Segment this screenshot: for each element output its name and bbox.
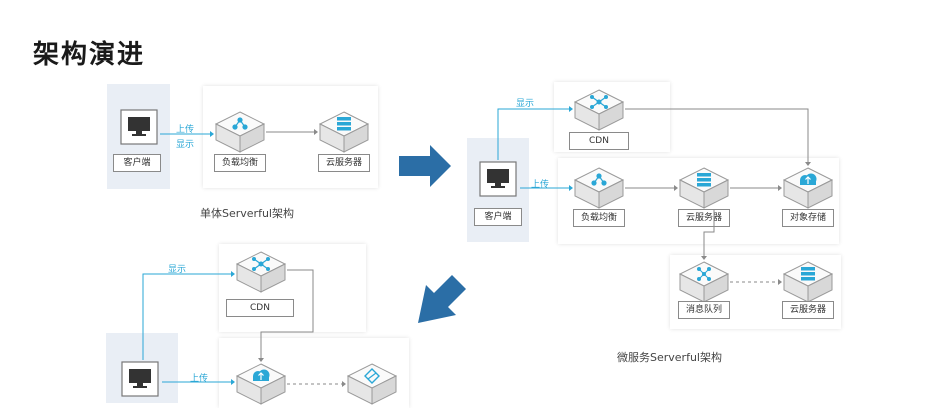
cloud-storage-icon: [235, 363, 287, 405]
micro-mq-label: 消息队列: [678, 301, 730, 319]
micro-display-label: 显示: [516, 99, 535, 109]
cloud-storage-icon: [782, 167, 834, 209]
cdn-icon: [573, 89, 625, 131]
micro-lb-label: 负载均衡: [573, 209, 625, 227]
serverless-upload-label: 上传: [190, 374, 209, 384]
micro-cdn-label: CDN: [569, 132, 629, 150]
micro-upload-label: 上传: [531, 180, 550, 190]
monitor-icon: [121, 361, 159, 397]
monitor-icon: [120, 109, 158, 145]
message-queue-icon: [678, 261, 730, 303]
function-icon: [346, 363, 398, 405]
server-icon: [678, 167, 730, 209]
micro-storage-label: 对象存储: [782, 209, 834, 227]
server-icon: [782, 261, 834, 303]
server-icon: [318, 111, 370, 153]
micro-server-label: 云服务器: [678, 209, 730, 227]
serverless-display-label: 显示: [168, 265, 187, 275]
cdn-icon: [235, 251, 287, 293]
monolith-display-label: 显示: [176, 140, 195, 150]
page-title: 架构演进: [33, 40, 146, 70]
serverless-cdn-label: CDN: [226, 299, 294, 317]
monolith-lb-label: 负载均衡: [214, 154, 266, 172]
micro-client-label: 客户端: [474, 208, 522, 226]
monolith-upload-label: 上传: [176, 125, 195, 135]
micro-server2-label: 云服务器: [782, 301, 834, 319]
monolith-server-label: 云服务器: [318, 154, 370, 172]
monolith-caption: 单体Serverful架构: [200, 207, 294, 220]
load-balancer-icon: [214, 111, 266, 153]
serverless-cdn-panel: [219, 244, 366, 332]
monolith-client-label: 客户端: [113, 154, 161, 172]
load-balancer-icon: [573, 167, 625, 209]
monitor-icon: [479, 161, 517, 197]
micro-caption: 微服务Serverful架构: [617, 351, 722, 364]
